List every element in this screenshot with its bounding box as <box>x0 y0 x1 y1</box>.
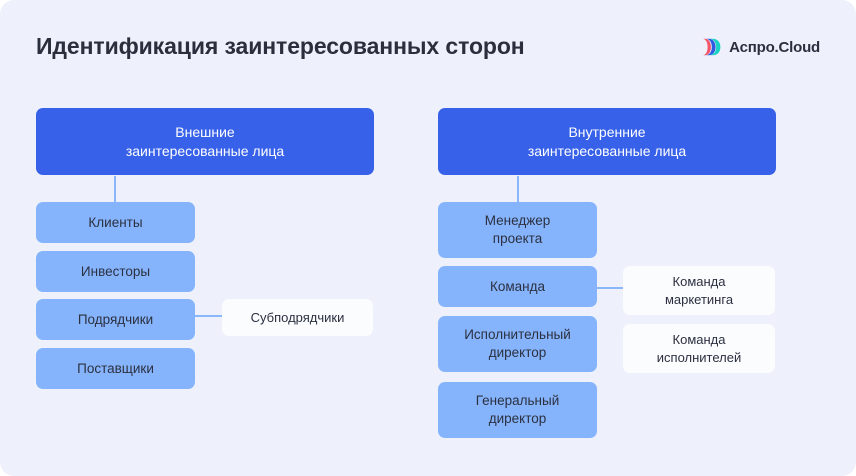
node-executive-director[interactable]: Исполнительный директор <box>438 316 597 372</box>
connector-external-root <box>114 176 116 209</box>
node-internal-stakeholders[interactable]: Внутренние заинтересованные лица <box>438 108 776 175</box>
connector-team-marketing <box>597 287 625 289</box>
node-label-line1: Внутренние <box>568 124 646 141</box>
page-title: Идентификация заинтересованных сторон <box>36 33 525 59</box>
node-project-manager[interactable]: Менеджер проекта <box>438 202 597 258</box>
node-team[interactable]: Команда <box>438 266 597 307</box>
node-label: Инвесторы <box>80 263 151 279</box>
node-label: Подрядчики <box>77 311 154 327</box>
node-contractors[interactable]: Подрядчики <box>36 299 195 340</box>
node-label: Команда <box>489 278 545 294</box>
node-general-director[interactable]: Генеральный директор <box>438 382 597 438</box>
node-label-line1: Исполнительный <box>464 327 571 343</box>
node-label-line2: заинтересованные лица <box>527 142 687 159</box>
node-performers-team[interactable]: Команда исполнителей <box>623 324 775 373</box>
node-label-line1: Внешние <box>175 124 235 141</box>
node-label-line2: заинтересованные лица <box>125 142 285 159</box>
node-investors[interactable]: Инвесторы <box>36 251 195 292</box>
connector-internal-root <box>517 176 519 209</box>
node-label: Клиенты <box>88 214 143 230</box>
node-clients[interactable]: Клиенты <box>36 202 195 243</box>
node-label-line2: маркетинга <box>664 291 734 307</box>
node-label-line2: проекта <box>492 231 543 246</box>
node-label: Поставщики <box>77 360 154 376</box>
brand-logo: Аспро.Cloud <box>702 38 820 56</box>
connector-contractors-subcontractors <box>195 315 223 317</box>
node-label-line1: Генеральный <box>475 393 560 409</box>
node-label-line2: исполнителей <box>656 349 742 365</box>
node-subcontractors[interactable]: Субподрядчики <box>222 299 373 336</box>
node-label-line2: директор <box>488 411 547 426</box>
node-label-line1: Команда <box>672 274 726 290</box>
node-label: Субподрядчики <box>250 309 345 325</box>
node-label-line2: директор <box>488 345 547 360</box>
node-suppliers[interactable]: Поставщики <box>36 348 195 389</box>
node-label-line1: Команда <box>672 332 726 348</box>
node-label-line1: Менеджер <box>484 213 551 229</box>
aspro-cloud-logo-icon <box>702 38 721 56</box>
node-external-stakeholders[interactable]: Внешние заинтересованные лица <box>36 108 374 175</box>
brand-name: Аспро.Cloud <box>729 38 820 56</box>
node-marketing-team[interactable]: Команда маркетинга <box>623 266 775 315</box>
